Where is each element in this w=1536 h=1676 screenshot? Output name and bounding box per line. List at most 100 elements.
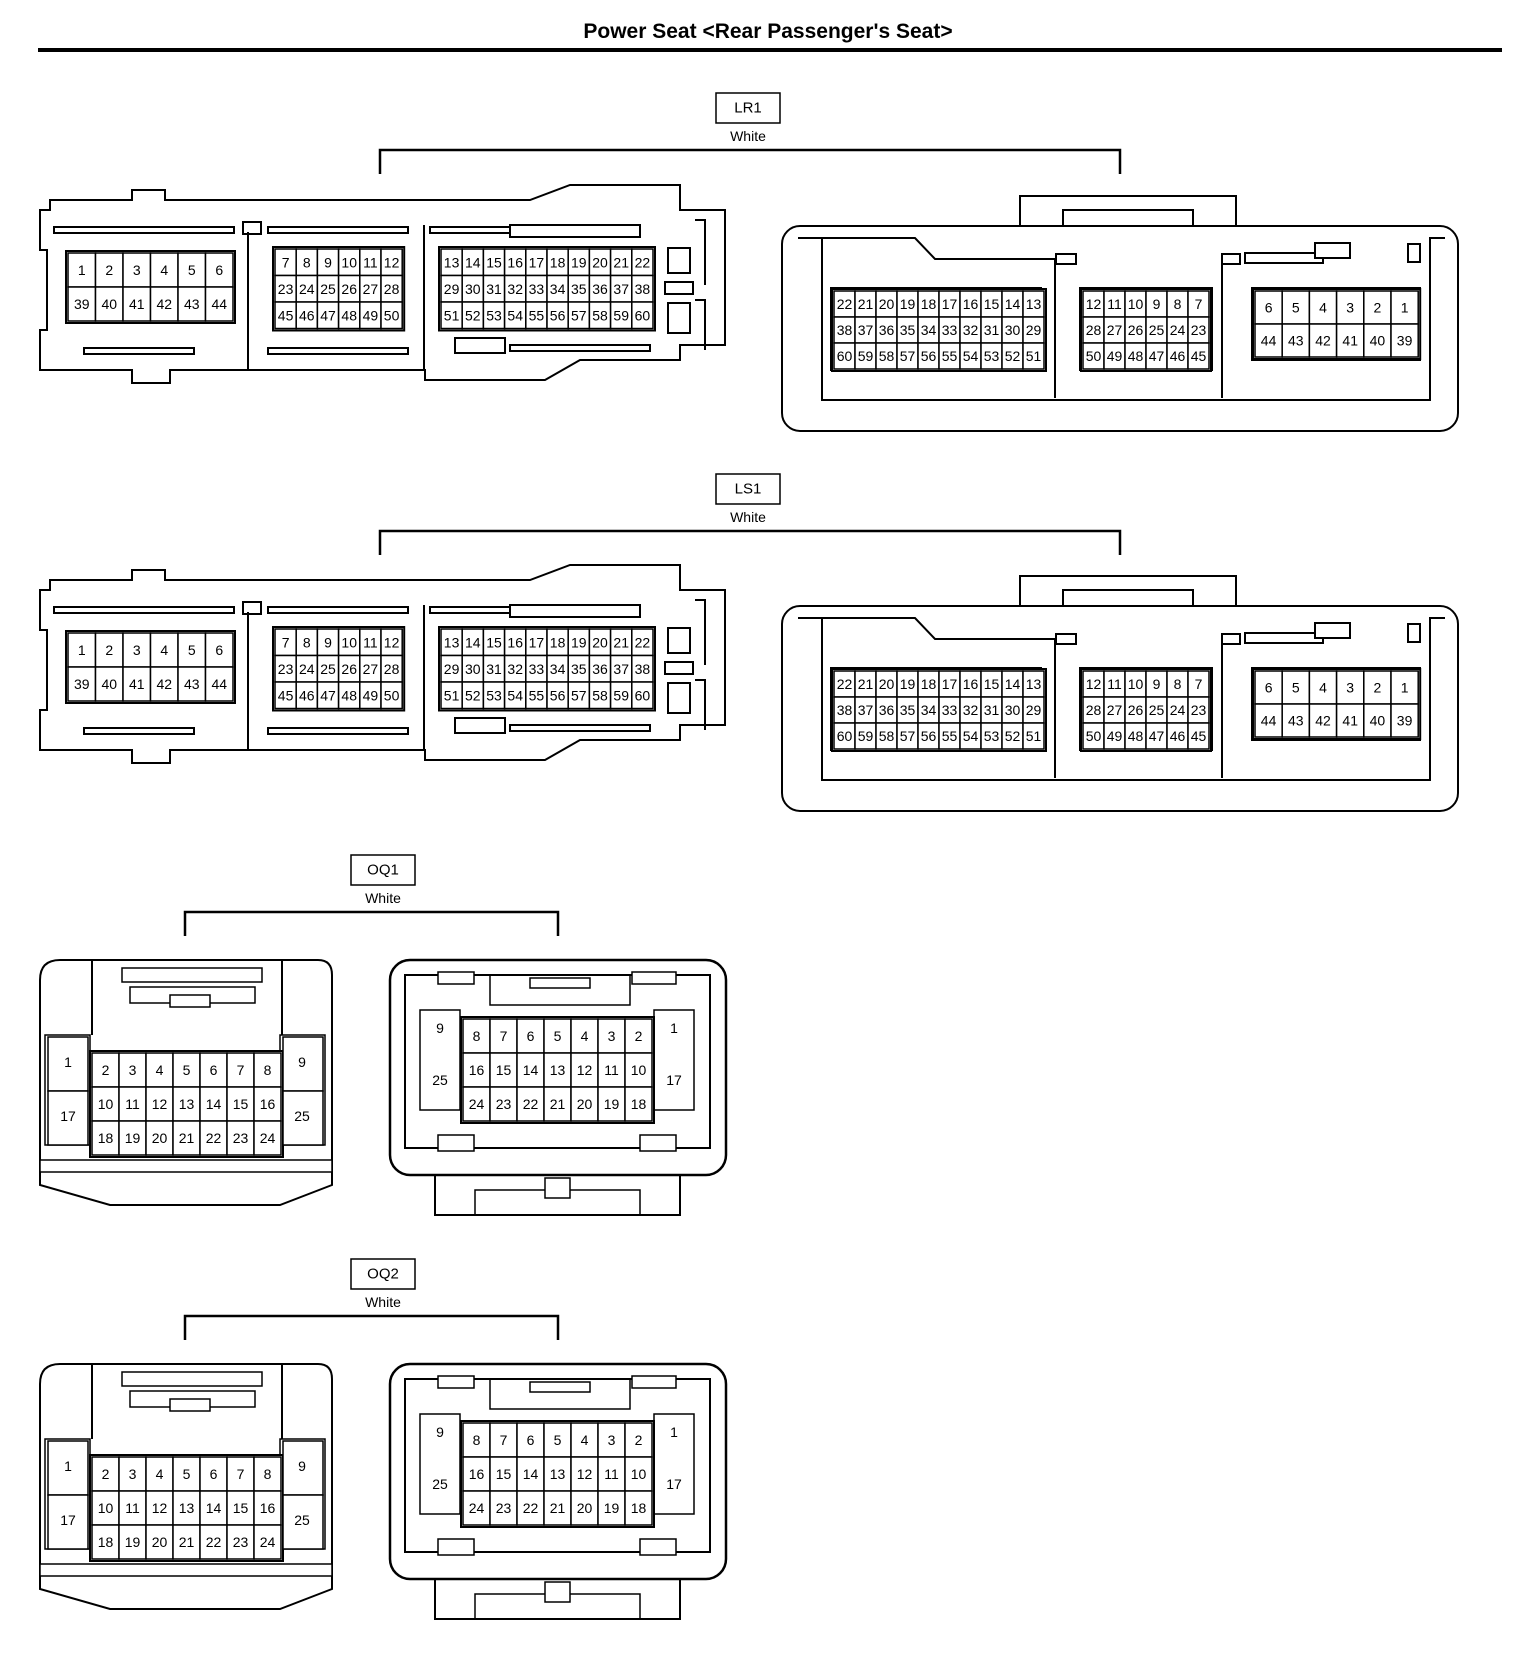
terminal-number: 21 (179, 1534, 195, 1550)
terminal-number: 2 (1374, 300, 1382, 316)
terminal-number: 12 (577, 1062, 593, 1078)
terminal-number: 24 (299, 661, 315, 677)
terminal-number: 43 (184, 676, 200, 692)
terminal-cell (67, 252, 97, 288)
terminal-number: 29 (444, 281, 460, 297)
terminal-number: 46 (1170, 728, 1186, 744)
terminal-number: 43 (1288, 333, 1304, 349)
latch-slot (429, 606, 521, 614)
terminal-number: 1 (64, 1054, 72, 1070)
terminal-number: 26 (341, 661, 357, 677)
terminal-number: 60 (635, 307, 651, 323)
keyway (454, 717, 506, 734)
terminal-cell (122, 632, 152, 668)
terminal-number: 39 (1397, 333, 1413, 349)
connector-color: White (365, 1294, 401, 1310)
terminal-number: 9 (1153, 676, 1161, 692)
terminal-number: 22 (206, 1534, 222, 1550)
latch-slot (631, 971, 677, 985)
terminal-number: 7 (282, 634, 290, 650)
terminal-number: 18 (921, 676, 937, 692)
terminal-number: 28 (384, 281, 400, 297)
terminal-number: 2 (1374, 680, 1382, 696)
latch-slot (267, 347, 409, 355)
terminal-number: 20 (592, 254, 608, 270)
terminal-number: 10 (631, 1062, 647, 1078)
terminal-cell (282, 1494, 324, 1550)
latch-slot (429, 226, 521, 234)
terminal-number: 51 (1026, 728, 1042, 744)
divider-line (247, 605, 425, 750)
terminal-number: 40 (1370, 713, 1386, 729)
terminal-number: 19 (900, 676, 916, 692)
terminal-cell (91, 1456, 120, 1492)
terminal-cell (1022, 722, 1045, 750)
terminal-cell (543, 1018, 572, 1054)
terminal-number: 37 (858, 322, 874, 338)
terminal-number: 26 (1128, 322, 1144, 338)
divider-line (247, 225, 425, 370)
terminal-number: 19 (571, 634, 587, 650)
terminal-number: 32 (963, 702, 979, 718)
keyway (667, 682, 691, 714)
terminal-number: 55 (942, 348, 958, 364)
terminal-number: 20 (577, 1500, 593, 1516)
terminal-number: 47 (1149, 728, 1165, 744)
terminal-number: 6 (215, 262, 223, 278)
terminal-cell (380, 301, 403, 330)
terminal-number: 43 (184, 296, 200, 312)
terminal-number: 3 (1346, 300, 1354, 316)
terminal-cell (489, 1052, 518, 1088)
terminal-number: 49 (363, 687, 379, 703)
terminal-number: 29 (1026, 322, 1042, 338)
keyway (1055, 253, 1077, 265)
terminal-number: 5 (188, 642, 196, 658)
keyway (667, 302, 691, 334)
terminal-number: 27 (1107, 322, 1123, 338)
latch-slot (529, 977, 591, 989)
side-cavity-frame (653, 1413, 695, 1515)
terminal-number: 25 (294, 1108, 310, 1124)
terminal-number: 35 (571, 661, 587, 677)
terminal-number: 15 (496, 1466, 512, 1482)
latch-frame (489, 1379, 631, 1410)
terminal-number: 11 (604, 1062, 619, 1078)
terminal-cell (631, 301, 654, 330)
terminal-cell (1363, 323, 1392, 358)
terminal-number: 58 (879, 728, 895, 744)
divider-line (1054, 259, 1223, 398)
terminal-cell (172, 1490, 201, 1526)
connector-bracket (183, 910, 560, 936)
terminal-number: 48 (1128, 728, 1144, 744)
terminal-cell (282, 1090, 324, 1146)
terminal-number: 18 (631, 1500, 647, 1516)
terminal-number: 55 (529, 307, 545, 323)
terminal-number: 44 (1261, 713, 1277, 729)
latch-slot (509, 724, 651, 732)
terminal-number: 26 (341, 281, 357, 297)
latch-frame (121, 1371, 263, 1387)
housing-outline (39, 184, 726, 384)
terminal-cell (1308, 670, 1338, 705)
terminal-number: 28 (1086, 322, 1102, 338)
terminal-number: 35 (900, 322, 916, 338)
connector-code-box (715, 92, 781, 124)
terminal-number: 22 (837, 676, 853, 692)
terminal-number: 55 (529, 687, 545, 703)
terminal-number: 2 (635, 1028, 643, 1044)
terminal-number: 34 (921, 702, 937, 718)
terminal-number: 19 (125, 1534, 141, 1550)
terminal-number: 3 (133, 642, 141, 658)
terminal-number: 50 (384, 687, 400, 703)
terminal-number: 23 (278, 661, 294, 677)
connector-color: White (730, 128, 766, 144)
terminal-cell (624, 1018, 653, 1054)
latch-tab (169, 994, 211, 1008)
terminal-number: 23 (496, 1096, 512, 1112)
base-rail (434, 1175, 681, 1216)
terminal-number: 4 (1319, 300, 1327, 316)
terminal-number: 6 (527, 1432, 535, 1448)
terminal-number: 5 (183, 1466, 191, 1482)
terminal-number: 4 (156, 1062, 164, 1078)
terminal-number: 51 (1026, 348, 1042, 364)
